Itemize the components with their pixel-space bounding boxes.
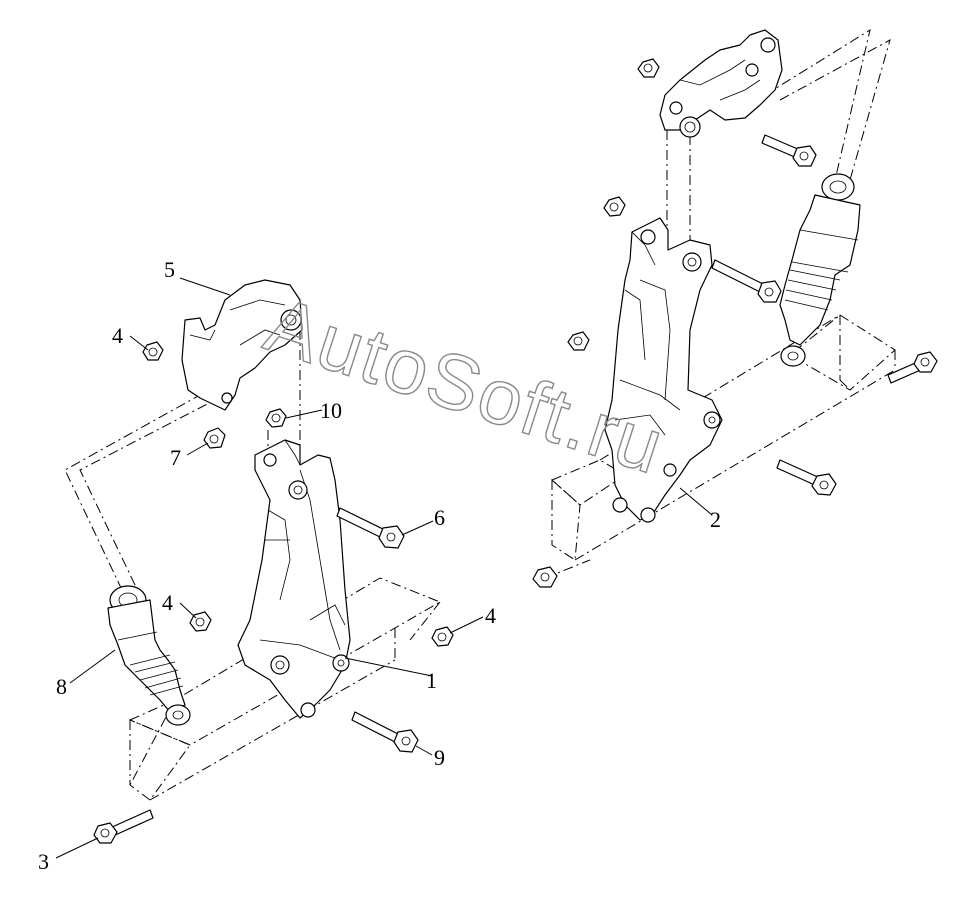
washer-7 — [203, 427, 226, 449]
nut-right-top — [637, 58, 660, 78]
phantom-lines-right — [666, 28, 891, 240]
leader-lines — [55, 277, 713, 859]
callout-7: 7 — [170, 445, 181, 470]
bolt-9 — [351, 711, 419, 753]
callout-10: 10 — [320, 398, 342, 423]
callout-4-middle: 4 — [162, 590, 173, 615]
bracket-right — [604, 217, 723, 523]
latch-left — [181, 279, 303, 411]
bolt-right-far — [887, 351, 938, 384]
callout-3: 3 — [38, 849, 49, 874]
bolt-3 — [93, 809, 154, 844]
bolt-right-latch — [761, 134, 817, 167]
callout-8: 8 — [56, 674, 67, 699]
callout-9: 9 — [434, 745, 445, 770]
nut-10 — [265, 408, 287, 428]
callout-5: 5 — [164, 257, 175, 282]
callout-6: 6 — [434, 505, 445, 530]
callout-labels: 1 2 3 4 4 4 5 6 7 8 9 10 — [38, 257, 721, 874]
callout-4-right: 4 — [485, 603, 496, 628]
nut-left-upper — [142, 341, 164, 361]
bolt-right-lower — [776, 459, 837, 496]
bolt-6 — [336, 507, 405, 549]
bracket-left — [237, 439, 351, 719]
bolt-right-bracket-upper — [711, 259, 782, 303]
callout-2: 2 — [710, 507, 721, 532]
callout-4-upper: 4 — [112, 323, 123, 348]
callout-1: 1 — [426, 668, 437, 693]
shock-absorber-right — [779, 173, 861, 367]
latch-right — [659, 29, 783, 138]
nut-right-side — [567, 331, 590, 351]
nut-left-right — [431, 626, 454, 647]
shock-absorber-left — [107, 585, 191, 726]
nut-right-bottom — [532, 566, 558, 588]
nut-right-middle — [603, 196, 626, 217]
